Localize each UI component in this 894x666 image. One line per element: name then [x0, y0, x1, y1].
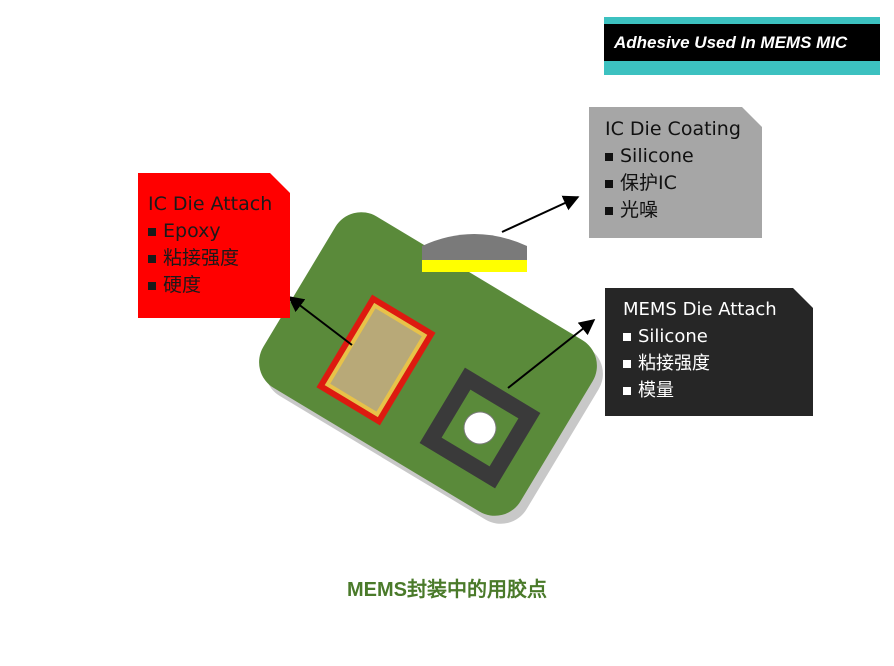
ic-die: [316, 294, 436, 426]
mems-die-attach-callout: MEMS Die Attach Silicone 粘接强度 模量: [605, 288, 813, 416]
bullet-square-icon: [148, 255, 156, 263]
ic-die-coating-title: IC Die Coating: [605, 118, 741, 140]
header-title: Adhesive Used In MEMS MIC: [604, 24, 880, 61]
arrow-mems-die-attach: [507, 319, 596, 389]
list-item: Silicone: [605, 143, 762, 170]
bullet-square-icon: [623, 360, 631, 368]
ic-die-attach-callout: IC Die Attach Epoxy 粘接强度 硬度: [138, 173, 290, 318]
bullet-square-icon: [605, 207, 613, 215]
list-item: Silicone: [623, 323, 813, 350]
ic-die-coating-callout: IC Die Coating Silicone 保护IC 光噪: [589, 107, 762, 238]
diagram-caption: MEMS封装中的用胶点: [347, 579, 547, 601]
bullet-square-icon: [605, 153, 613, 161]
mems-die-attach-title: MEMS Die Attach: [623, 299, 777, 320]
ic-die-attach-list: Epoxy 粘接强度 硬度: [148, 218, 290, 299]
mems-die: [419, 367, 541, 489]
arrow-ic-die-attach: [287, 296, 353, 346]
ic-die-coating-list: Silicone 保护IC 光噪: [605, 143, 762, 224]
list-item: Epoxy: [148, 218, 290, 245]
header-accent-bar-bottom: [604, 61, 880, 75]
list-item: 光噪: [605, 197, 762, 224]
list-item: 模量: [623, 377, 813, 404]
bullet-square-icon: [623, 387, 631, 395]
mems-die-attach-list: Silicone 粘接强度 模量: [623, 323, 813, 404]
bullet-square-icon: [623, 333, 631, 341]
arrow-ic-die-coating: [501, 195, 580, 233]
bullet-square-icon: [148, 228, 156, 236]
header-accent-bar-top: [604, 17, 880, 24]
list-item: 粘接强度: [623, 350, 813, 377]
bullet-square-icon: [148, 282, 156, 290]
list-item: 粘接强度: [148, 245, 290, 272]
ic-die-attach-title: IC Die Attach: [148, 193, 273, 215]
ic-coating-dome: [422, 234, 527, 272]
bullet-square-icon: [605, 180, 613, 188]
list-item: 硬度: [148, 272, 290, 299]
list-item: 保护IC: [605, 170, 762, 197]
